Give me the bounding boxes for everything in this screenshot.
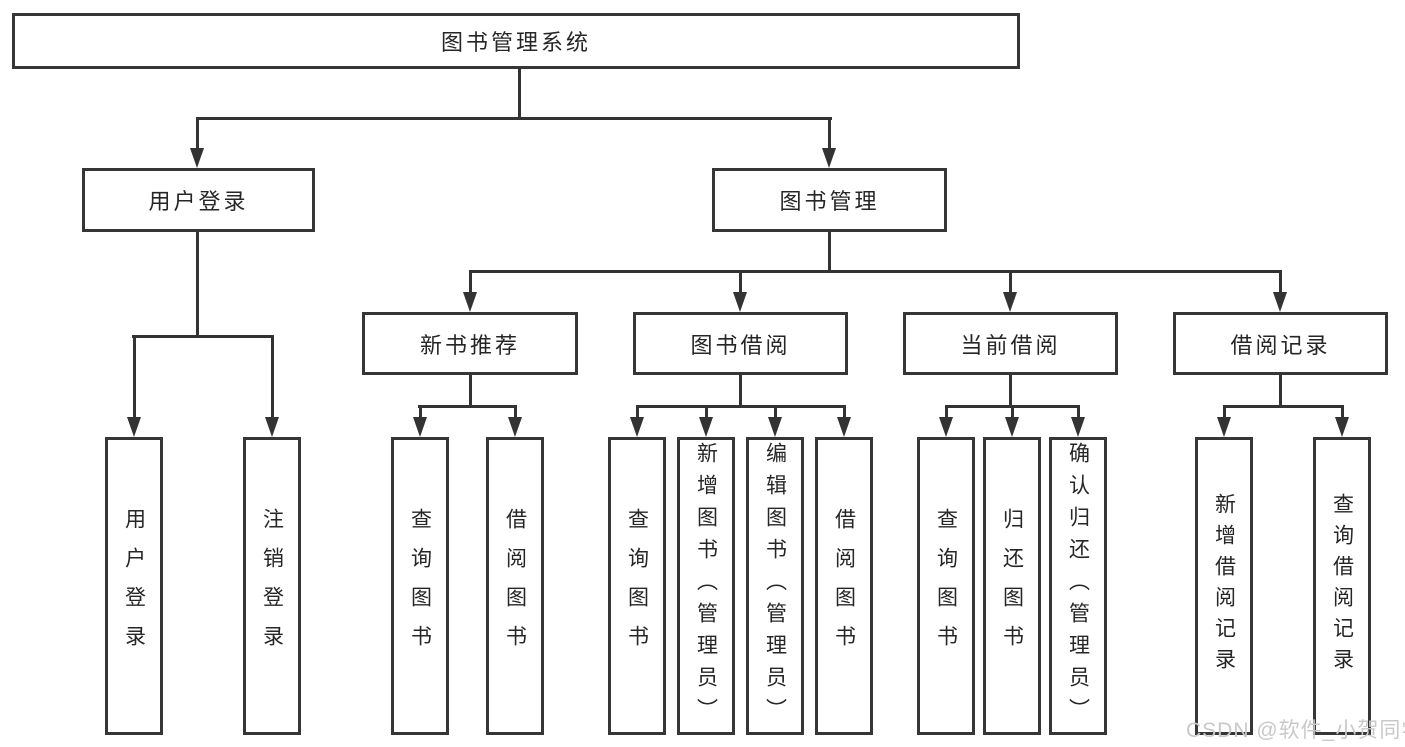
arrow-down-icon: [508, 417, 522, 437]
leaf-borrow-books-recommend: 借阅图书: [486, 437, 544, 735]
leaf-confirm-return-admin-label: 确认归还（管理员）: [1066, 442, 1090, 730]
connector-group-rail: [636, 405, 845, 408]
connector-leaf-stem: [419, 405, 422, 419]
leaf-borrow-books-label: 借阅图书: [832, 508, 856, 664]
connector-leaf-stem: [1341, 405, 1344, 419]
arrow-down-icon: [837, 417, 851, 437]
connector-leaf-stem: [705, 405, 708, 419]
node-user-login: 用户登录: [82, 168, 315, 232]
arrow-down-icon: [1071, 417, 1085, 437]
leaf-query-books-borrowing-label: 查询图书: [625, 508, 649, 664]
arrow-down-icon: [699, 417, 713, 437]
leaf-query-books-current: 查询图书: [917, 437, 975, 735]
arrow-down-icon: [463, 292, 477, 312]
connector-level3-stem: [1279, 270, 1282, 294]
connector-group-rail: [418, 405, 516, 408]
node-root: 图书管理系统: [12, 13, 1020, 69]
csdn-watermark: CSDN @软件_小贺同学: [1186, 719, 1405, 742]
connector-group-stem: [1279, 374, 1282, 407]
leaf-query-borrow-record: 查询借阅记录: [1313, 437, 1371, 735]
arrow-down-icon: [630, 417, 644, 437]
node-book-borrowing: 图书借阅: [633, 312, 848, 375]
connector-leaf-stem: [636, 405, 639, 419]
node-book-management-label: 图书管理: [779, 189, 880, 214]
connector-book-mgmt-down: [828, 231, 831, 272]
connector-leaf-stem: [1011, 405, 1014, 419]
leaf-borrow-books: 借阅图书: [815, 437, 873, 735]
connector-leaf-stem: [843, 405, 846, 419]
connector-leaf-stem: [514, 405, 517, 419]
connector-user-login-down: [196, 231, 199, 337]
connector-leaf-stem: [945, 405, 948, 419]
connector-level3-stem: [1009, 270, 1012, 294]
arrow-down-icon: [413, 417, 427, 437]
arrow-down-icon: [1335, 417, 1349, 437]
connector-user-login-stem: [196, 117, 199, 151]
leaf-query-books-current-label: 查询图书: [934, 508, 958, 664]
connector-level3-rail: [469, 270, 1281, 273]
connector-book-mgmt-stem: [828, 117, 831, 151]
leaf-query-books-borrowing: 查询图书: [608, 437, 666, 735]
node-book-borrowing-label: 图书借阅: [690, 332, 791, 358]
node-book-management: 图书管理: [712, 168, 947, 232]
arrow-down-icon: [733, 292, 747, 312]
leaf-query-borrow-record-label: 查询借阅记录: [1330, 493, 1354, 679]
connector-leaf-stem: [271, 335, 274, 419]
node-user-login-label: 用户登录: [148, 189, 249, 214]
leaf-edit-books-admin-label: 编辑图书（管理员）: [763, 442, 787, 730]
arrow-down-icon: [1217, 417, 1231, 437]
arrow-down-icon: [1273, 292, 1287, 312]
arrow-down-icon: [1003, 292, 1017, 312]
connector-level3-stem: [469, 270, 472, 294]
leaf-return-books-label: 归还图书: [1000, 508, 1024, 664]
connector-user-login-rail: [132, 335, 274, 338]
connector-leaf-stem: [1077, 405, 1080, 419]
node-new-book-recommend: 新书推荐: [362, 312, 578, 375]
connector-group-stem: [469, 374, 472, 407]
leaf-query-books-recommend: 查询图书: [391, 437, 449, 735]
connector-leaf-stem: [1223, 405, 1226, 419]
arrow-down-icon: [822, 148, 836, 168]
connector-level3-stem: [739, 270, 742, 294]
node-borrowing-records: 借阅记录: [1173, 312, 1388, 375]
connector-group-stem: [1009, 374, 1012, 407]
leaf-edit-books-admin: 编辑图书（管理员）: [746, 437, 804, 735]
node-borrowing-records-label: 借阅记录: [1230, 332, 1331, 358]
node-current-borrowing: 当前借阅: [903, 312, 1118, 375]
connector-group-stem: [739, 374, 742, 407]
arrow-down-icon: [939, 417, 953, 437]
arrow-down-icon: [190, 148, 204, 168]
connector-root-stem: [518, 68, 521, 119]
connector-leaf-stem: [133, 335, 136, 419]
node-root-label: 图书管理系统: [440, 30, 591, 55]
node-current-borrowing-label: 当前借阅: [960, 332, 1061, 358]
leaf-return-books: 归还图书: [983, 437, 1041, 735]
leaf-user-login-label: 用户登录: [122, 508, 146, 664]
leaf-confirm-return-admin: 确认归还（管理员）: [1049, 437, 1107, 735]
leaf-add-books-admin-label: 新增图书（管理员）: [694, 442, 718, 730]
leaf-logout-label: 注销登录: [260, 508, 284, 664]
leaf-borrow-books-recommend-label: 借阅图书: [503, 508, 527, 664]
arrow-down-icon: [768, 417, 782, 437]
leaf-user-login: 用户登录: [105, 437, 163, 735]
leaf-add-books-admin: 新增图书（管理员）: [677, 437, 735, 735]
connector-level2-rail: [196, 117, 832, 120]
node-new-book-recommend-label: 新书推荐: [419, 332, 520, 358]
arrow-down-icon: [1005, 417, 1019, 437]
arrow-down-icon: [265, 417, 279, 437]
leaf-query-books-recommend-label: 查询图书: [408, 508, 432, 664]
connector-group-rail: [1223, 405, 1343, 408]
leaf-add-borrow-record: 新增借阅记录: [1195, 437, 1253, 735]
leaf-logout: 注销登录: [243, 437, 301, 735]
connector-leaf-stem: [774, 405, 777, 419]
arrow-down-icon: [127, 417, 141, 437]
leaf-add-borrow-record-label: 新增借阅记录: [1212, 493, 1236, 679]
